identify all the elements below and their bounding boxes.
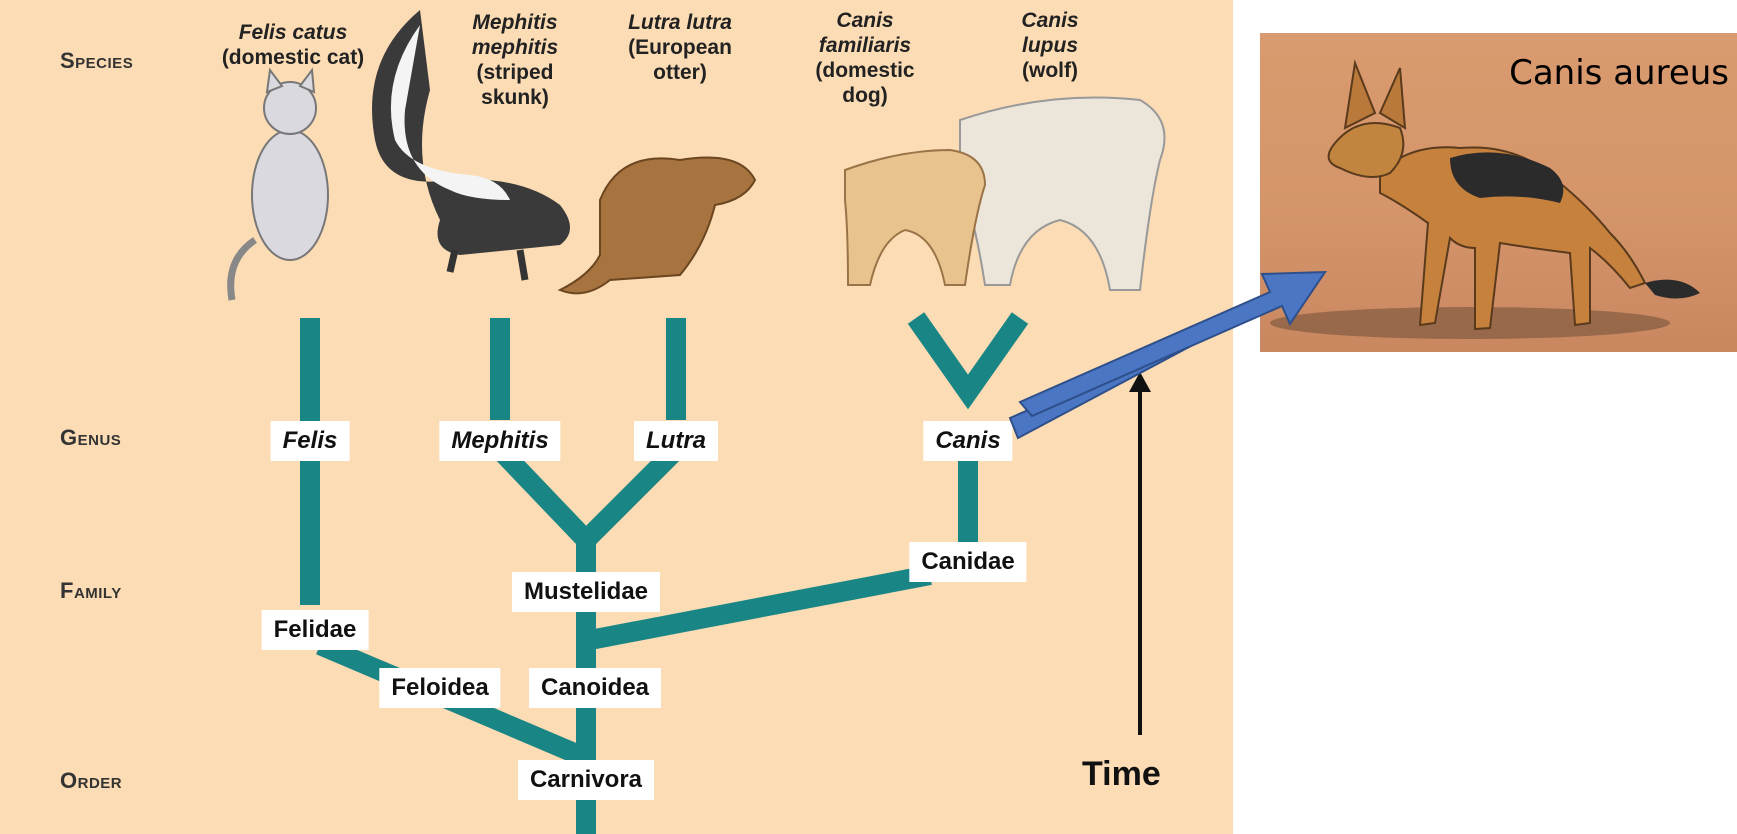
rank-family: Family <box>60 578 122 604</box>
branch-mustelid-fork <box>500 450 676 540</box>
genus-mephitis: Mephitis <box>439 421 560 461</box>
family-felidae: Felidae <box>262 610 369 650</box>
superfamily-feloidea: Feloidea <box>379 668 500 708</box>
genus-lutra: Lutra <box>634 421 718 461</box>
superfamily-canoidea: Canoidea <box>529 668 661 708</box>
genus-canis: Canis <box>923 421 1012 461</box>
order-carnivora: Carnivora <box>518 760 654 800</box>
cat-illustration <box>231 70 328 300</box>
rank-genus: Genus <box>60 425 121 451</box>
taxonomy-diagram-panel: Species Genus Family Order Felis catus (… <box>0 0 1233 834</box>
dog-and-wolf-illustration <box>845 98 1165 291</box>
genus-felis: Felis <box>271 421 350 461</box>
skunk-illustration <box>372 10 570 280</box>
branch-canis-fork <box>916 318 1020 392</box>
time-label: Time <box>1082 755 1161 794</box>
photo-caption: Canis aureus <box>1509 53 1729 93</box>
time-arrow <box>1120 370 1160 740</box>
animal-illustrations <box>0 0 1233 320</box>
canis-aureus-photo: Canis aureus <box>1260 33 1737 352</box>
rank-order: Order <box>60 768 122 794</box>
family-mustelidae: Mustelidae <box>512 572 660 612</box>
family-canidae: Canidae <box>909 542 1026 582</box>
otter-illustration <box>560 158 755 294</box>
